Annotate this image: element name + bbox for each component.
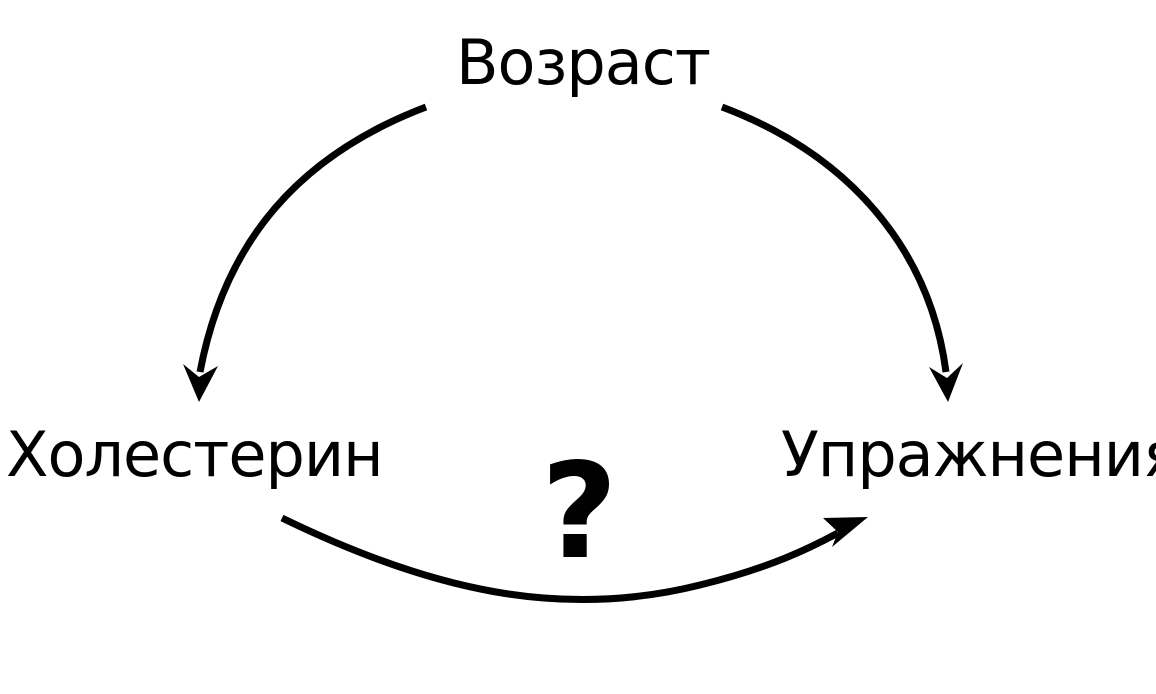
arrow-age-to-cholesterol xyxy=(196,103,428,373)
node-age: Возраст xyxy=(456,26,711,99)
arrowhead-age-to-cholesterol xyxy=(183,364,218,402)
arrowhead-cholesterol-to-exercise xyxy=(823,517,868,547)
arrowhead-age-to-exercise xyxy=(929,363,963,402)
node-exercise: Упражнения xyxy=(781,418,1156,491)
arrow-age-to-exercise xyxy=(720,103,950,373)
edge-question-mark: ? xyxy=(541,435,618,589)
node-cholesterol: Холестерин xyxy=(6,418,384,491)
arrow-cholesterol-to-exercise xyxy=(280,514,840,604)
